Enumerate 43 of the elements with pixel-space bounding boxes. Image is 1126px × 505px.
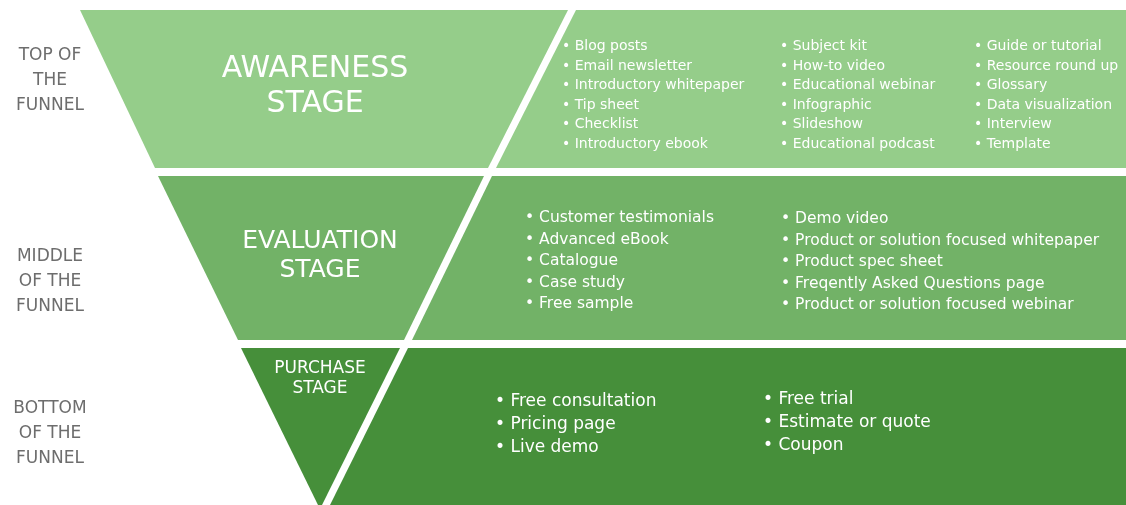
list-item: • Freqently Asked Questions page xyxy=(781,272,1046,294)
list-item: • How-to video xyxy=(780,55,887,75)
list-item: • Estimate or quote xyxy=(763,410,931,433)
list-item: • Free consultation xyxy=(495,389,657,412)
list-item: • Introductory whitepaper xyxy=(562,75,745,94)
list-item: • Product spec sheet xyxy=(781,251,944,272)
list-item: • Infographic xyxy=(780,94,873,114)
list-item: • Checklist xyxy=(562,114,640,133)
list-item: • Blog posts xyxy=(562,36,649,55)
list-item: • Guide or tutorial xyxy=(974,36,1103,55)
funnel-segment xyxy=(241,348,400,505)
list-item: • Advanced eBook xyxy=(525,228,670,250)
list-item: • Coupon xyxy=(763,433,845,456)
list-item: • Data visualization xyxy=(974,94,1114,114)
list-item: • Product or solution focused whitepaper xyxy=(781,229,1100,251)
list-item: • Demo video xyxy=(781,208,890,229)
funnel-level-label: TOP OF THE FUNNEL xyxy=(15,43,85,116)
list-item: • Free trial xyxy=(763,387,855,410)
list-item: • Educational webinar xyxy=(780,75,936,94)
stage-title: AWARENESS STAGE xyxy=(220,50,410,119)
list-item: • Product or solution focused webinar xyxy=(781,294,1075,315)
list-item: • Resource round up xyxy=(974,55,1119,75)
list-item: • Template xyxy=(974,133,1052,153)
funnel-level-label: BOTTOM OF THE FUNNEL xyxy=(12,396,88,469)
list-item: • Email newsletter xyxy=(562,55,694,75)
list-item: • Free sample xyxy=(525,293,635,314)
list-item: • Slideshow xyxy=(780,114,865,133)
list-item: • Pricing page xyxy=(495,412,617,435)
funnel-level-label: MIDDLE OF THE FUNNEL xyxy=(15,244,85,317)
stage-title: PURCHASE STAGE xyxy=(273,358,367,398)
funnel-segment xyxy=(158,176,484,340)
list-item: • Educational podcast xyxy=(780,133,936,153)
list-item: • Glossary xyxy=(974,75,1049,94)
list-item: • Introductory ebook xyxy=(562,133,709,153)
list-item: • Customer testimonials xyxy=(525,207,714,228)
list-item: • Live demo xyxy=(495,435,600,458)
list-item: • Tip sheet xyxy=(562,94,640,114)
list-item: • Interview xyxy=(974,114,1053,133)
stage-title: EVALUATION STAGE xyxy=(241,226,399,284)
list-item: • Catalogue xyxy=(525,250,619,271)
list-item: • Case study xyxy=(525,271,626,293)
content-panel xyxy=(496,10,1126,168)
list-item: • Subject kit xyxy=(780,36,868,55)
